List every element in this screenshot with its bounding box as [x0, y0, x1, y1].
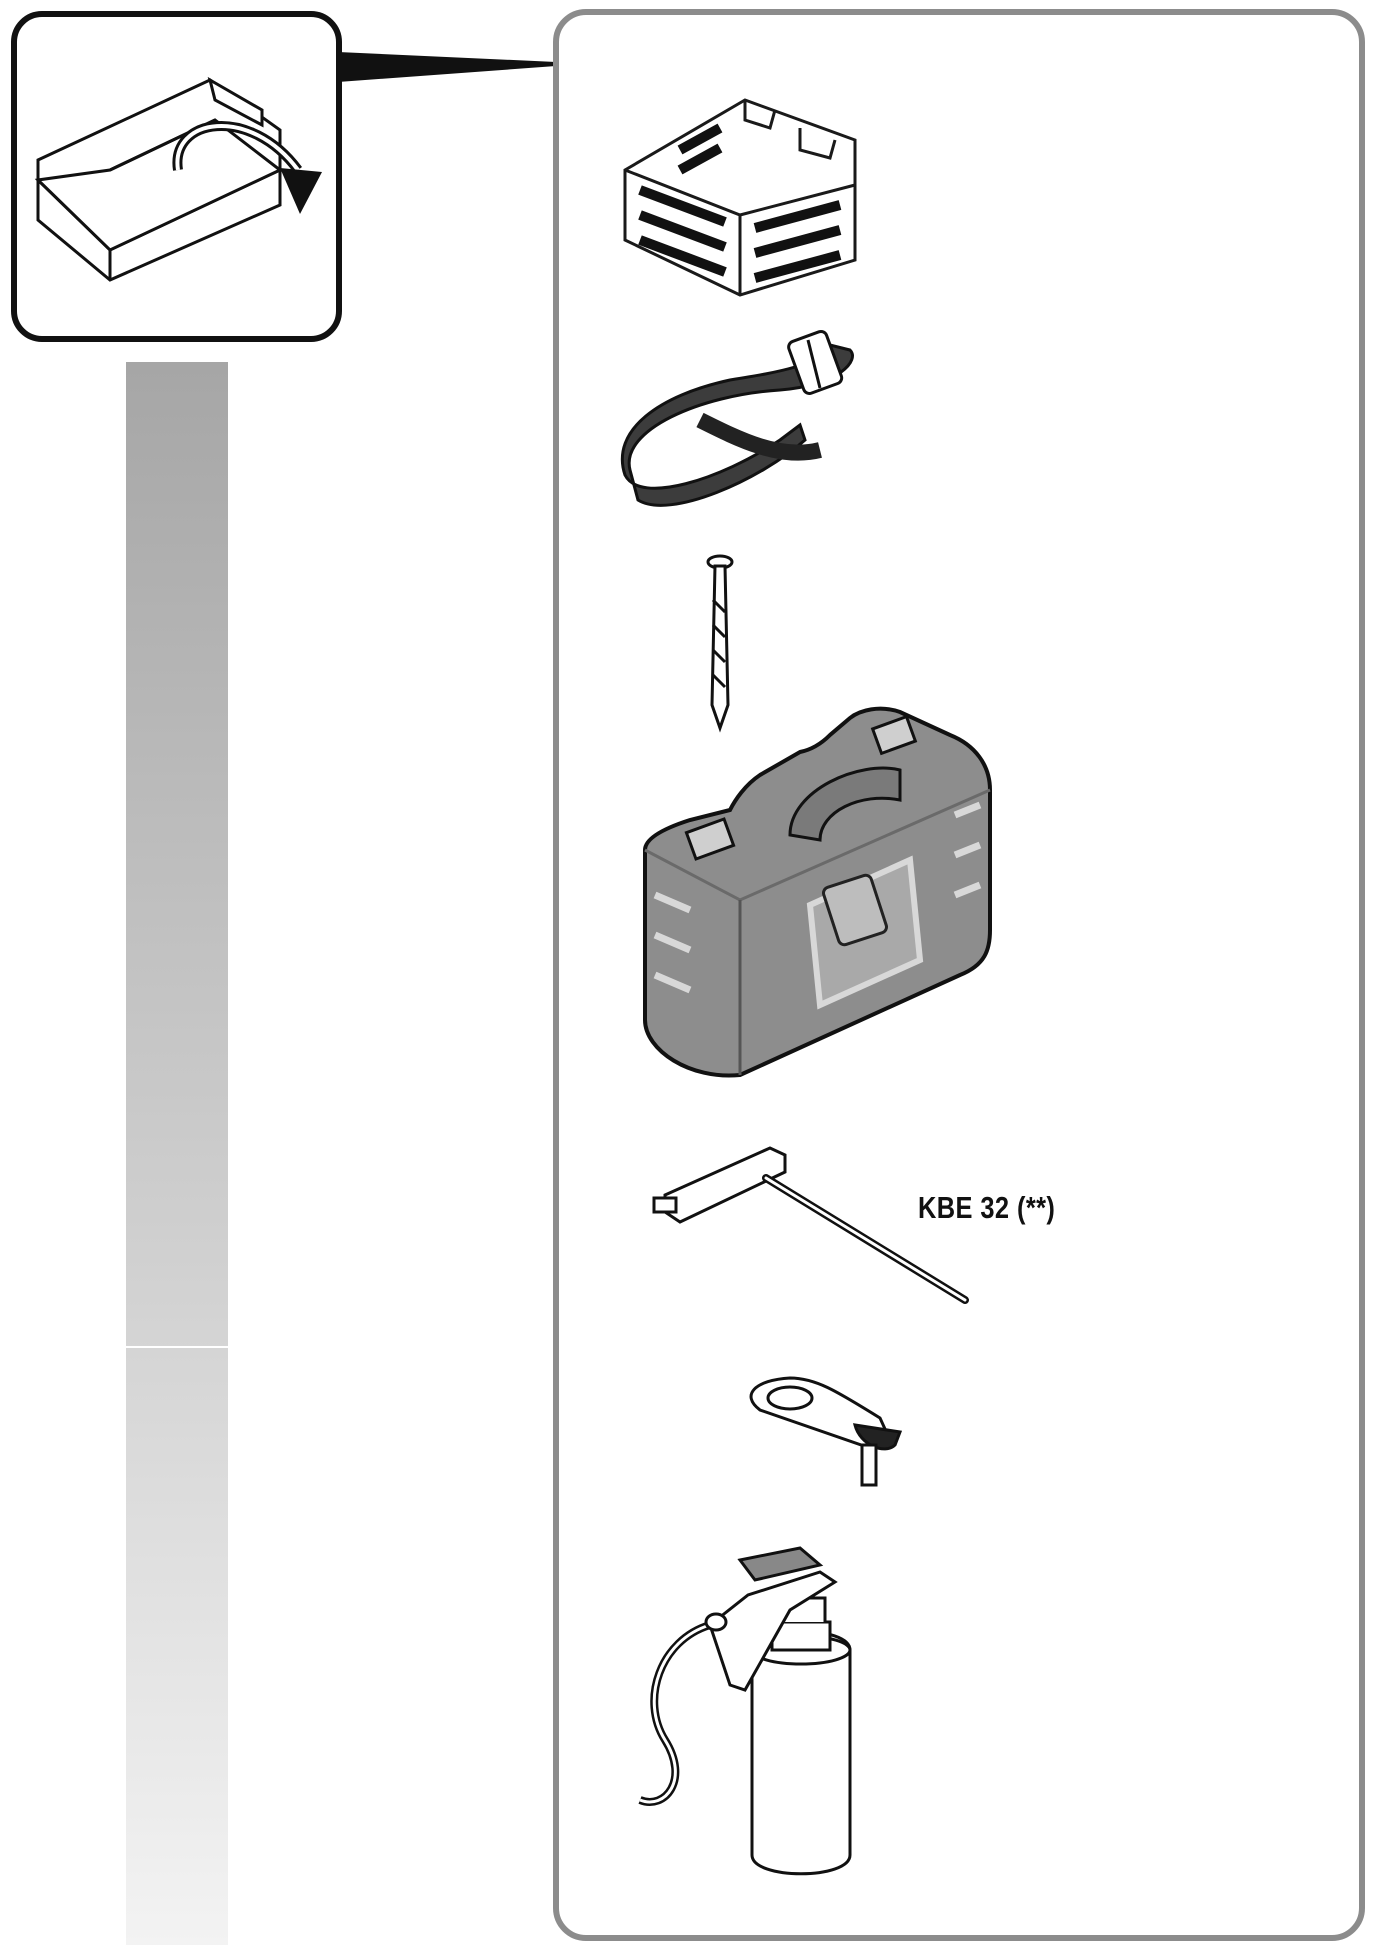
wrench-key-icon — [749, 1376, 903, 1487]
box-open-lid-arrow-icon — [11, 11, 342, 342]
basket-cage-icon — [623, 98, 857, 297]
t-handle-hex-key-icon — [652, 1146, 969, 1304]
callout-connector — [338, 52, 556, 82]
strap-with-buckle-icon — [620, 329, 854, 507]
hex-key-label: KBE 32 (**) — [918, 1190, 1056, 1225]
pin-icon — [706, 554, 734, 733]
gradient-bar — [126, 362, 228, 1945]
carrying-case-icon — [643, 706, 992, 1078]
spray-bottle-icon — [638, 1546, 852, 1876]
